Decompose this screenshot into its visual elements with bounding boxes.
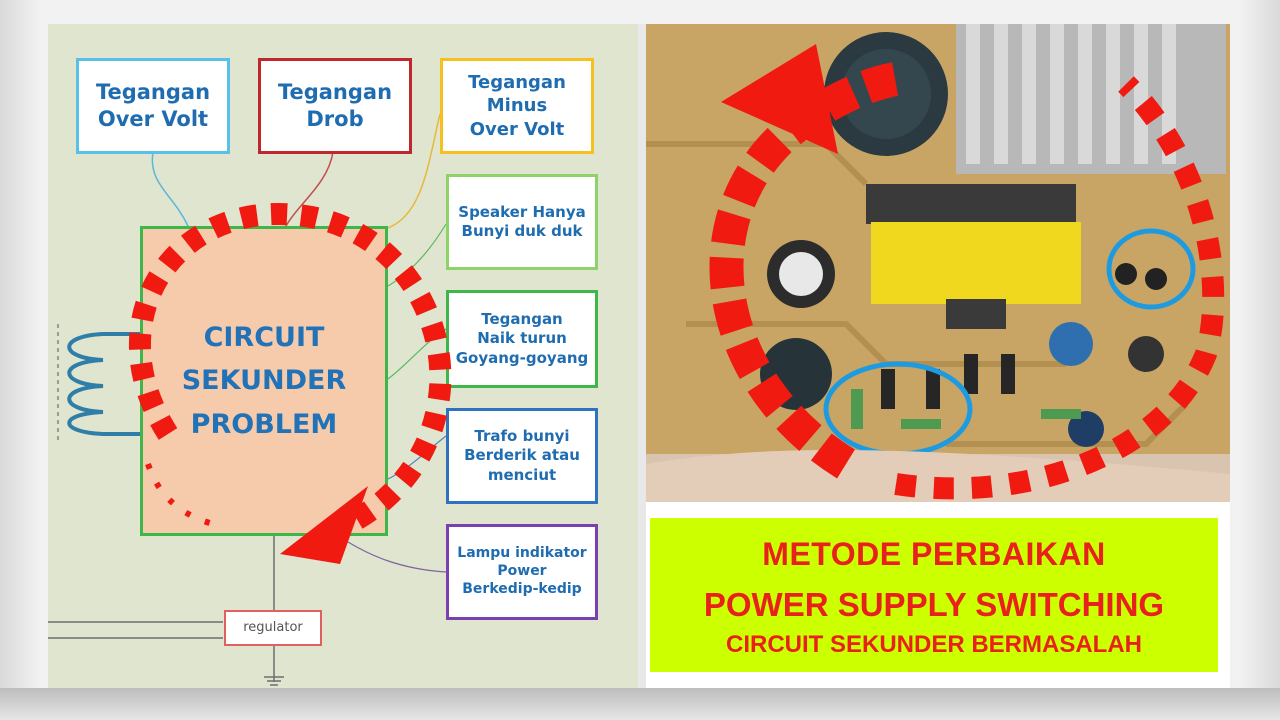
circuit-line-1: CIRCUIT (203, 322, 325, 354)
circuit-line-3: PROBLEM (190, 408, 338, 440)
box-naik-line-1: Tegangan (481, 310, 563, 329)
title-caption: METODE PERBAIKAN POWER SUPPLY SWITCHING … (650, 518, 1218, 672)
box-drob-line-2: Drob (306, 107, 364, 131)
pcb-photo-panel: METODE PERBAIKAN POWER SUPPLY SWITCHING … (646, 24, 1230, 688)
box-trafo-line-3: menciut (487, 465, 557, 484)
box-drob-line-1: Tegangan (277, 80, 393, 105)
box-minus-line-3: Over Volt (469, 118, 565, 140)
box-lampu-line-1: Lampu indikator (457, 545, 587, 562)
diagram-connectors (48, 113, 447, 686)
panel-divider (638, 24, 646, 688)
box-lampu-line-3: Berkedip-kedip (462, 580, 582, 597)
box-minus-line-2: Minus (486, 95, 548, 117)
box-over-volt-line-1: Tegangan (95, 80, 211, 105)
box-speaker-line-1: Speaker Hanya (458, 202, 586, 221)
box-trafo-line-1: Trafo bunyi (474, 427, 570, 446)
box-naik-line-3: Goyang-goyang (455, 348, 589, 367)
box-naik-line-2: Naik turun (477, 329, 567, 348)
red-dotted-arrow (129, 202, 452, 564)
regulator-box: regulator (224, 610, 322, 646)
box-over-volt: Tegangan Over Volt (76, 58, 230, 154)
caption-line-1: METODE PERBAIKAN (762, 536, 1106, 572)
box-trafo-line-2: Berderik atau (464, 446, 580, 465)
circuit-line-2: SEKUNDER (181, 365, 347, 397)
box-lampu-line-2: Power (497, 563, 547, 580)
pcb-illustration (646, 24, 1230, 502)
diagram-panel: CIRCUIT SEKUNDER PROBLEM Tegangan Over V… (48, 24, 638, 688)
frame-shadow (0, 688, 1280, 720)
box-over-volt-line-2: Over Volt (97, 107, 209, 131)
box-speaker: Speaker Hanya Bunyi duk duk (446, 174, 598, 270)
box-minus-over-volt: Tegangan Minus Over Volt (440, 58, 594, 154)
box-drob: Tegangan Drob (258, 58, 412, 154)
box-trafo: Trafo bunyi Berderik atau menciut (446, 408, 598, 504)
pcb-board-photo (646, 24, 1230, 502)
caption-line-3: CIRCUIT SEKUNDER BERMASALAH (725, 631, 1142, 658)
box-lampu: Lampu indikator Power Berkedip-kedip (446, 524, 598, 620)
box-speaker-line-2: Bunyi duk duk (461, 222, 583, 240)
box-naik-turun: Tegangan Naik turun Goyang-goyang (446, 290, 598, 388)
caption-line-2: POWER SUPPLY SWITCHING (703, 586, 1165, 623)
circuit-sekunder-block: CIRCUIT SEKUNDER PROBLEM (140, 226, 388, 536)
box-minus-line-1: Tegangan (468, 72, 566, 94)
regulator-label: regulator (243, 619, 303, 635)
